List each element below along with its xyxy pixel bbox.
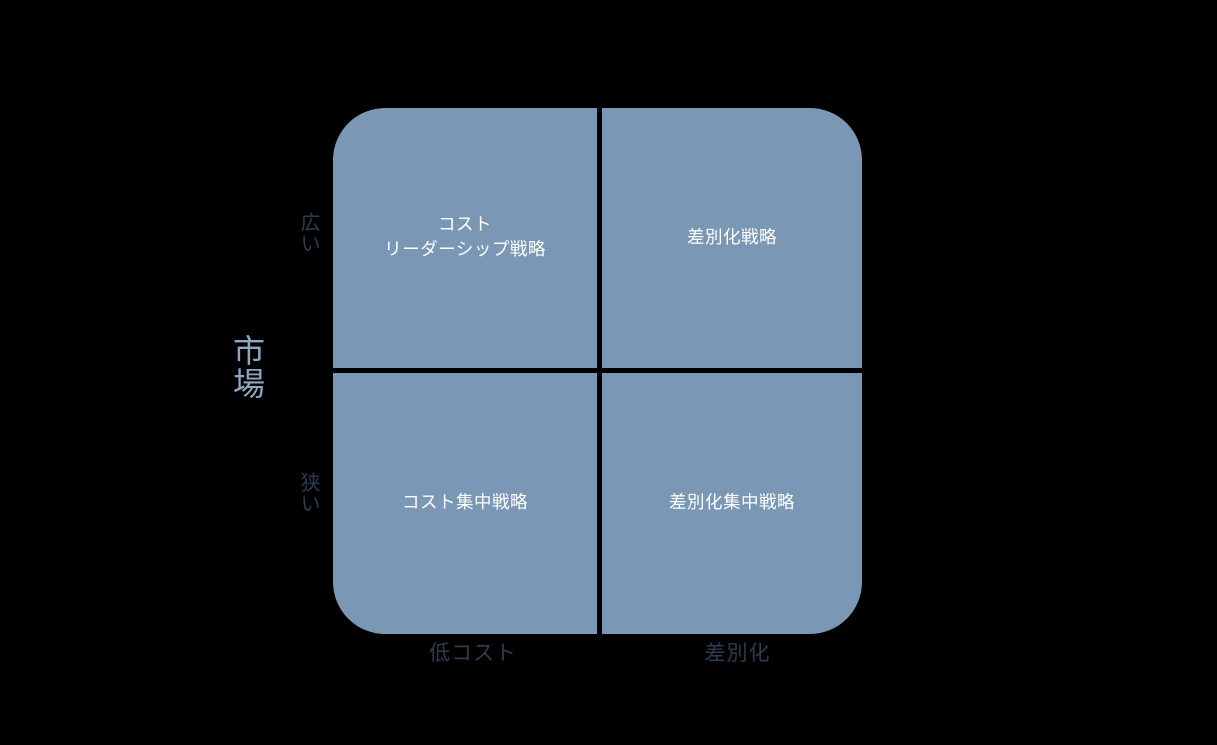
y-axis-tick-broad: 広い xyxy=(297,212,321,254)
quadrant-cost-leadership: コスト リーダーシップ戦略 xyxy=(333,108,597,368)
y-axis-title: 市場 xyxy=(228,334,266,400)
quadrant-cost-focus: コスト集中戦略 xyxy=(333,373,597,634)
quadrant-grid: コスト リーダーシップ戦略 差別化戦略 コスト集中戦略 差別化集中戦略 xyxy=(333,108,862,634)
quadrant-differentiation: 差別化戦略 xyxy=(602,108,862,368)
quadrant-label-differentiation-focus: 差別化集中戦略 xyxy=(669,493,795,514)
quadrant-differentiation-focus: 差別化集中戦略 xyxy=(602,373,862,634)
quadrant-label-cost-focus: コスト集中戦略 xyxy=(402,493,528,514)
quadrant-label-cost-leadership: コスト リーダーシップ戦略 xyxy=(384,215,546,260)
y-axis-tick-narrow: 狭い xyxy=(297,472,321,514)
quadrant-label-differentiation: 差別化戦略 xyxy=(687,227,777,248)
x-axis-tick-differentiation: 差別化 xyxy=(704,641,771,665)
x-axis-tick-low-cost: 低コスト xyxy=(429,641,517,665)
